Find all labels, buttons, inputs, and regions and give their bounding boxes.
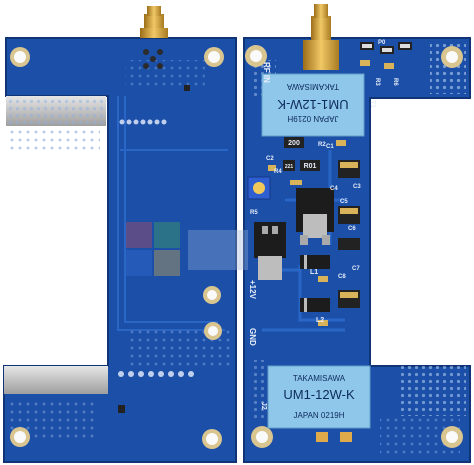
regulator-chip xyxy=(296,188,334,245)
mounting-hole xyxy=(10,47,30,67)
resistor-code-c: 221 xyxy=(285,164,294,170)
relay-top-model: UM1-12W-K xyxy=(277,97,349,112)
mounting-hole xyxy=(10,427,30,447)
label-r5: R5 xyxy=(250,210,258,216)
sma-connector xyxy=(303,4,339,70)
mounting-hole xyxy=(441,426,463,448)
relay-top: TAKAMISAWA UM1-12W-K JAPAN 0219H xyxy=(261,73,365,137)
label-c5: C5 xyxy=(340,199,348,205)
trimmer-pot xyxy=(247,176,271,200)
label-c4: C4 xyxy=(330,186,338,192)
label-gnd: GND xyxy=(248,328,257,346)
resistor-code-b: R01 xyxy=(304,163,317,170)
sma-connector xyxy=(140,6,168,69)
diode xyxy=(300,255,330,269)
relay-bottom-origin: JAPAN 0219H xyxy=(294,411,345,420)
watermark-logo xyxy=(126,222,248,276)
relay-bottom-brand: TAKAMISAWA xyxy=(293,374,346,383)
label-c7: C7 xyxy=(352,266,360,272)
label-l1: L1 xyxy=(310,269,318,276)
label-p0: P0 xyxy=(378,40,386,46)
diode xyxy=(300,298,330,312)
mounting-hole xyxy=(204,47,224,67)
mounting-hole xyxy=(203,286,221,304)
label-c3: C3 xyxy=(353,184,361,190)
label-t1: T1 xyxy=(369,100,376,108)
mounting-hole xyxy=(202,429,222,449)
resistor-code-a: 200 xyxy=(288,140,300,147)
relay-bottom-model: UM1-12W-K xyxy=(283,387,355,402)
relay-bottom: TAKAMISAWA UM1-12W-K JAPAN 0219H xyxy=(267,365,371,429)
label-r6: R6 xyxy=(392,78,398,86)
label-r4: R4 xyxy=(274,169,282,175)
label-plus12v: +12V xyxy=(248,280,257,300)
mounting-hole xyxy=(441,46,463,68)
label-l2: L2 xyxy=(316,317,324,324)
relay-top-brand: TAKAMISAWA xyxy=(286,82,339,91)
label-rf-in: RF IN xyxy=(262,62,271,83)
label-c1: C1 xyxy=(326,144,334,150)
mounting-hole xyxy=(245,45,267,67)
label-j2: J2 xyxy=(260,402,267,410)
relay-top-origin: JAPAN 0219H xyxy=(287,114,338,123)
mounting-hole xyxy=(204,322,222,340)
silver-pad xyxy=(4,366,108,394)
label-c6: C6 xyxy=(348,226,356,232)
right-board: TAKAMISAWA UM1-12W-K JAPAN 0219H TAKAMIS… xyxy=(243,4,471,463)
regulator-chip xyxy=(254,222,286,280)
label-c8: C8 xyxy=(338,274,346,280)
label-r2: R2 xyxy=(318,142,326,148)
mounting-hole xyxy=(251,426,273,448)
label-r3: R3 xyxy=(374,78,380,86)
left-board xyxy=(3,6,237,463)
label-c2: C2 xyxy=(266,156,274,162)
